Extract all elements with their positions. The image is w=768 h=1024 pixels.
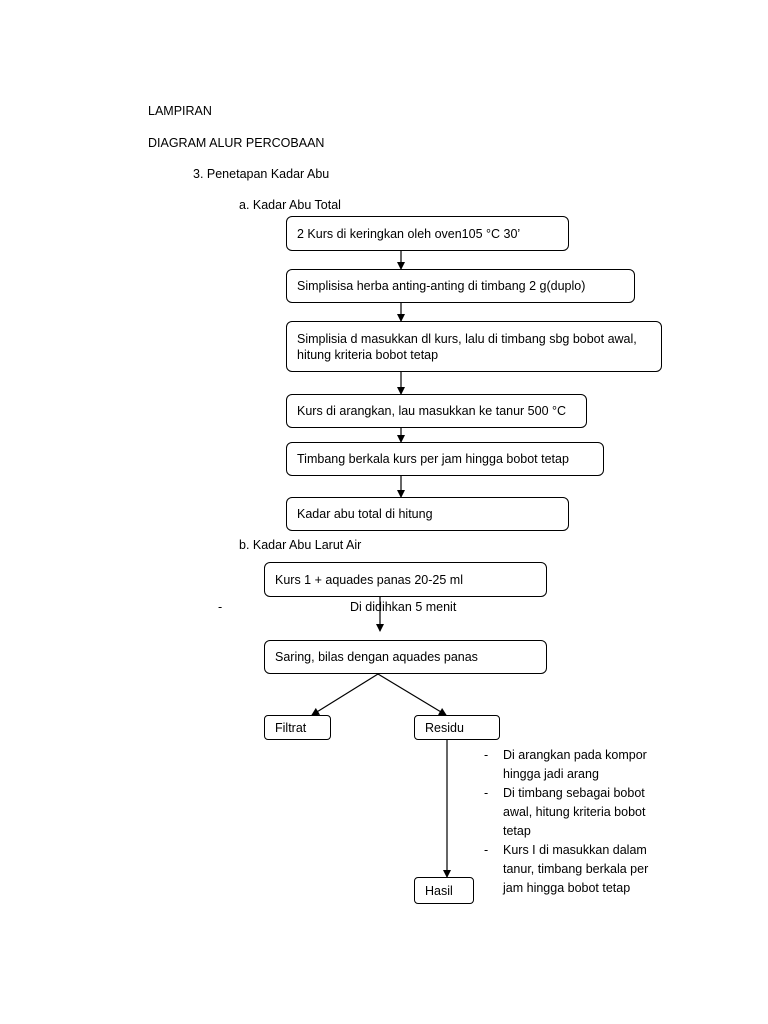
hasil-text: Hasil: [425, 883, 453, 898]
residu-note-3-line2: tanur, timbang berkala per: [503, 862, 649, 876]
boil-note: Di didihkan 5 menit: [350, 600, 457, 614]
doc-title: LAMPIRAN: [148, 104, 212, 118]
residu-note-3-dash: -: [484, 843, 489, 857]
step-a4-box: Kurs di arangkan, lau masukkan ke tanur …: [286, 394, 587, 428]
step-a2-box: Simplisisa herba anting-anting di timban…: [286, 269, 635, 303]
residu-note-2-line2: awal, hitung kriteria bobot: [503, 805, 646, 819]
residu-note-2-line3: tetap: [503, 824, 531, 838]
step-a1-text: 2 Kurs di keringkan oleh oven105 °C 30’: [297, 226, 521, 241]
step-a6-box: Kadar abu total di hitung: [286, 497, 569, 531]
step-a5-box: Timbang berkala kurs per jam hingga bobo…: [286, 442, 604, 476]
filtrat-text: Filtrat: [275, 720, 307, 735]
residu-note-1-line2: hingga jadi arang: [503, 767, 599, 781]
step-a5-text: Timbang berkala kurs per jam hingga bobo…: [297, 452, 569, 466]
dash-marker: -: [218, 600, 223, 614]
step-b2-box: Saring, bilas dengan aquades panas: [264, 640, 547, 674]
step-b1-text: Kurs 1 + aquades panas 20-25 ml: [275, 572, 463, 587]
residu-note-1-line1: Di arangkan pada kompor: [503, 748, 647, 762]
step-a3-text-line2: hitung kriteria bobot tetap: [297, 347, 439, 362]
hasil-box: Hasil: [414, 877, 474, 904]
step-a4-text: Kurs di arangkan, lau masukkan ke tanur …: [297, 404, 567, 418]
residu-text: Residu: [425, 720, 464, 735]
residu-box: Residu: [414, 715, 500, 740]
diagram-title: DIAGRAM ALUR PERCOBAAN: [148, 136, 325, 150]
part-b-heading: b. Kadar Abu Larut Air: [239, 538, 362, 552]
step-a3-box: Simplisia d masukkan dl kurs, lalu di ti…: [286, 321, 662, 372]
residu-note-1-dash: -: [484, 748, 489, 762]
step-b2-text: Saring, bilas dengan aquades panas: [275, 650, 478, 664]
arrow-b-filtrat: [311, 673, 379, 716]
step-a3-text-line1: Simplisia d masukkan dl kurs, lalu di ti…: [297, 331, 637, 346]
section-title: 3. Penetapan Kadar Abu: [193, 167, 330, 181]
part-a-heading: a. Kadar Abu Total: [239, 198, 341, 212]
step-a1-box: 2 Kurs di keringkan oleh oven105 °C 30’: [286, 216, 569, 251]
residu-note-3-line1: Kurs I di masukkan dalam: [503, 843, 647, 857]
step-a2-text: Simplisisa herba anting-anting di timban…: [297, 279, 586, 293]
residu-note-3-line3: jam hingga bobot tetap: [503, 881, 631, 895]
step-b1-box: Kurs 1 + aquades panas 20-25 ml: [264, 562, 547, 597]
residu-note-2-line1: Di timbang sebagai bobot: [503, 786, 645, 800]
step-a6-text: Kadar abu total di hitung: [297, 507, 433, 521]
residu-note-2-dash: -: [484, 786, 489, 800]
filtrat-box: Filtrat: [264, 715, 331, 740]
arrow-b-residu: [377, 673, 447, 716]
